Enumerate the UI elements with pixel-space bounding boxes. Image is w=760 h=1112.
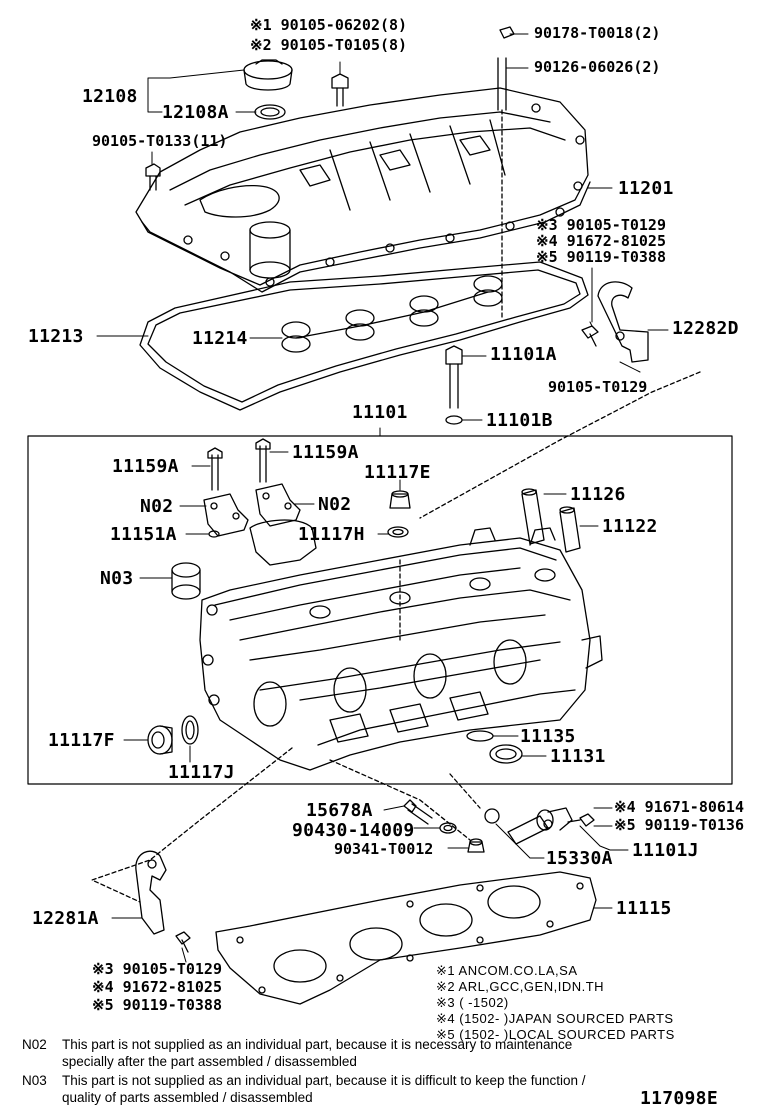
bearing-cap-drawing xyxy=(203,438,317,566)
note-N03: N03 This part is not supplied as an indi… xyxy=(22,1072,722,1106)
bracket-12281A-drawing xyxy=(135,850,191,953)
leader-lines xyxy=(96,33,669,963)
part-label-90119-T0136: ※5 90119-T0136 xyxy=(614,816,744,834)
part-label-12108A: 12108A xyxy=(162,102,229,123)
plug-11117F-drawing xyxy=(147,715,199,755)
part-label-90105-T0129-b: 90105-T0129 xyxy=(548,378,648,396)
part-label-11122: 11122 xyxy=(602,516,658,537)
part-label-90105-T0129-c: ※3 90105-T0129 xyxy=(92,960,222,978)
diagram-id: 117098E xyxy=(640,1088,718,1109)
footnote-2: ※2 ARL,GCC,GEN,IDN.TH xyxy=(436,979,605,994)
part-label-11117E: 11117E xyxy=(364,462,431,483)
head-bolt-drawing xyxy=(445,345,463,425)
part-label-11214: 11214 xyxy=(192,328,248,349)
part-label-11213: 11213 xyxy=(28,326,84,347)
part-label-11159A-b: 11159A xyxy=(292,442,359,463)
plug-11117E-drawing xyxy=(387,490,411,538)
part-label-N02-b: N02 xyxy=(318,494,352,515)
part-label-91672-81025-c: ※4 91672-81025 xyxy=(92,978,222,996)
part-label-90126-06026: 90126-06026(2) xyxy=(534,58,661,76)
part-label-91672-81025-a: ※4 91672-81025 xyxy=(536,232,666,250)
part-label-11201: 11201 xyxy=(618,178,674,199)
note-text-line1: This part is not supplied as an individu… xyxy=(62,1037,573,1052)
part-label-90178-T0018: 90178-T0018(2) xyxy=(534,24,661,42)
head-gasket-drawing xyxy=(215,871,597,1005)
note-text-line1: This part is not supplied as an individu… xyxy=(62,1073,586,1088)
lower-dash-line-3 xyxy=(449,773,481,809)
part-label-90105-T0105: ※2 90105-T0105(8) xyxy=(250,36,408,54)
note-N02: N02 This part is not supplied as an indi… xyxy=(22,1036,722,1070)
cover-gasket-drawing xyxy=(139,261,589,411)
part-label-12108: 12108 xyxy=(82,86,138,107)
part-label-11159A-a: 11159A xyxy=(112,456,179,477)
footnote-5: ※5 (1502- )LOCAL SOURCED PARTS xyxy=(436,1027,675,1042)
part-label-90105-T0129-a: ※3 90105-T0129 xyxy=(536,216,666,234)
oil-control-valve-drawing xyxy=(484,807,595,845)
plug-tube-gasket-drawing xyxy=(281,275,503,353)
part-label-N02-a: N02 xyxy=(140,496,174,517)
note-tag: N03 xyxy=(22,1073,47,1088)
footnote-4: ※4 (1502- )JAPAN SOURCED PARTS xyxy=(436,1011,674,1026)
part-label-11126: 11126 xyxy=(570,484,626,505)
part-label-90105-T0133: 90105-T0133(11) xyxy=(92,132,228,150)
part-label-11135: 11135 xyxy=(520,726,576,747)
part-label-11151A: 11151A xyxy=(110,524,177,545)
part-label-91671-80614: ※4 91671-80614 xyxy=(614,798,744,816)
part-label-11117F: 11117F xyxy=(48,730,115,751)
cylinder-head-group-box xyxy=(27,435,733,785)
part-label-90430-14009: 90430-14009 xyxy=(292,820,415,841)
part-label-90119-T0388-c: ※5 90119-T0388 xyxy=(92,996,222,1014)
part-label-90105-06202: ※1 90105-06202(8) xyxy=(250,16,408,34)
lower-dash-line-1 xyxy=(91,747,293,903)
part-label-11117J: 11117J xyxy=(168,762,235,783)
lower-dash-line-2 xyxy=(329,759,471,841)
note-tag: N02 xyxy=(22,1037,47,1052)
cylinder-head-cover-drawing xyxy=(135,87,591,293)
note-text-line2: specially after the part assembled / dis… xyxy=(62,1054,357,1069)
part-label-90119-T0388-a: ※5 90119-T0388 xyxy=(536,248,666,266)
part-label-11117H: 11117H xyxy=(298,524,365,545)
part-label-11101J: 11101J xyxy=(632,840,699,861)
cylinder-head-drawing xyxy=(199,527,603,771)
footnote-3: ※3 ( -1502) xyxy=(436,995,509,1010)
part-label-11101A: 11101A xyxy=(490,344,557,365)
part-label-11115: 11115 xyxy=(616,898,672,919)
part-label-12281A: 12281A xyxy=(32,908,99,929)
part-label-11131: 11131 xyxy=(550,746,606,767)
part-label-11101: 11101 xyxy=(352,402,408,423)
footnote-1: ※1 ANCOM.CO.LA,SA xyxy=(436,963,578,978)
part-label-N03: N03 xyxy=(100,568,134,589)
part-label-15678A: 15678A xyxy=(306,800,373,821)
part-label-90341-T0012: 90341-T0012 xyxy=(334,840,434,858)
valve-guide-drawing xyxy=(521,488,581,553)
note-text-line2: quality of parts assembled / disassemble… xyxy=(62,1090,313,1105)
part-label-12282D: 12282D xyxy=(672,318,739,339)
oil-filler-cap-drawing xyxy=(243,59,293,120)
part-label-11101B: 11101B xyxy=(486,410,553,431)
bracket-12282D-drawing xyxy=(581,281,649,363)
part-label-15330A: 15330A xyxy=(546,848,613,869)
plug-N03-drawing xyxy=(171,562,201,600)
